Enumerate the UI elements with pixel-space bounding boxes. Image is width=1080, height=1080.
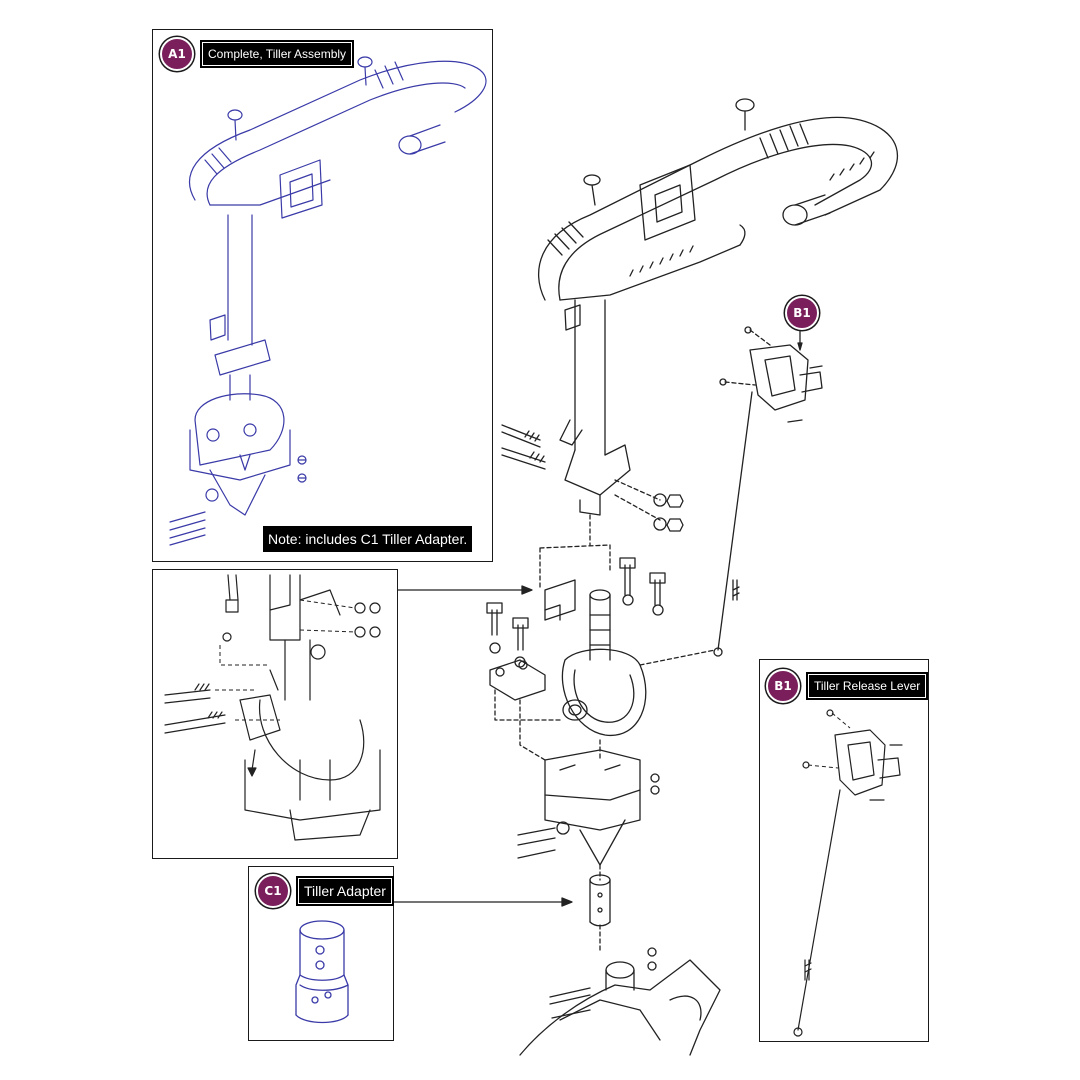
alignment-lines-upper bbox=[589, 479, 661, 546]
steering-detail-inset-panel bbox=[152, 569, 398, 859]
lever-alignment-main bbox=[724, 329, 771, 386]
b1-callout-panel: B1 Tiller Release Lever bbox=[766, 669, 929, 703]
c1-badge: C1 bbox=[256, 874, 290, 908]
lower-frame bbox=[519, 947, 721, 1056]
c1-callout: C1 Tiller Adapter bbox=[256, 874, 394, 908]
bolts-main-steering bbox=[486, 557, 666, 859]
a1-note: Note: includes C1 Tiller Adapter. bbox=[262, 525, 474, 553]
tiller-adapter-main bbox=[589, 874, 611, 927]
b1-badge-main: B1 bbox=[785, 296, 819, 330]
a1-inset-panel bbox=[152, 29, 493, 562]
a1-callout: A1 Complete, Tiller Assembly bbox=[160, 37, 355, 71]
handlebar-main bbox=[538, 98, 898, 516]
release-lever-main bbox=[713, 326, 823, 657]
a1-label: Complete, Tiller Assembly bbox=[200, 40, 355, 68]
nuts-main-upper bbox=[653, 493, 684, 532]
c1-label: Tiller Adapter bbox=[296, 876, 394, 906]
b1-badge-panel: B1 bbox=[766, 669, 800, 703]
b1-label: Tiller Release Lever bbox=[806, 672, 929, 700]
callout-leaders bbox=[392, 585, 573, 907]
a1-badge: A1 bbox=[160, 37, 194, 71]
alignment-lines-steering bbox=[494, 544, 716, 951]
b1-inset-panel bbox=[759, 659, 929, 1042]
b1-callout-main: B1 bbox=[785, 296, 819, 330]
bolts-main-upper bbox=[501, 424, 546, 470]
